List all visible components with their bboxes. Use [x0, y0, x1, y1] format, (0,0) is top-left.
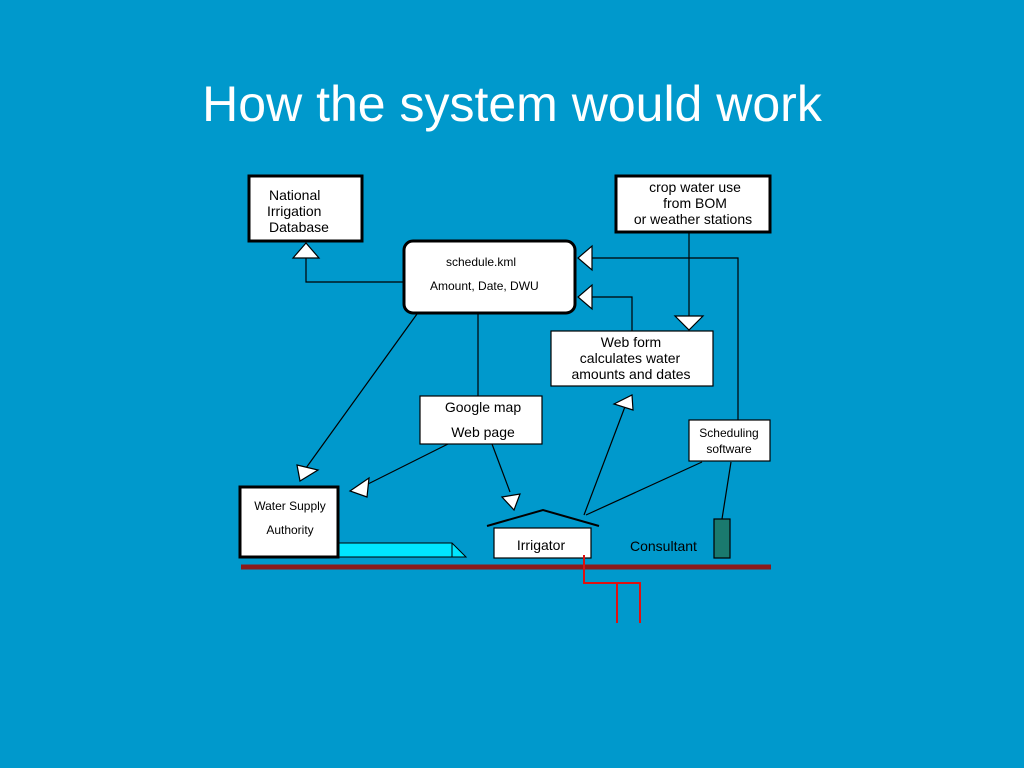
- webform-line-3: amounts and dates: [571, 366, 690, 382]
- googlemap-line-2: Web page: [451, 424, 515, 440]
- connector-irrigator-to-scheduling: [585, 461, 703, 516]
- connector-irrigator-to-webform: [583, 403, 627, 516]
- web-form-box: Web form calculates water amounts and da…: [550, 330, 714, 387]
- connector-googlemap-to-irrigator: [491, 443, 511, 493]
- irrigator-label: Irrigator: [517, 537, 566, 553]
- arrowhead-to-database: [291, 242, 321, 259]
- watersupply-line-1: Water Supply: [254, 499, 326, 513]
- scheduling-line-1: Scheduling: [699, 426, 758, 440]
- schedule-fields: Amount, Date, DWU: [430, 279, 539, 293]
- watersupply-line-2: Authority: [266, 523, 313, 537]
- database-line-3: Database: [269, 219, 329, 235]
- slide-title: How the system would work: [202, 76, 822, 132]
- connector-schedule-to-database: [305, 258, 404, 283]
- connector-googlemap-to-watersupply: [365, 443, 449, 486]
- water-supply-authority-box: Water Supply Authority: [238, 485, 340, 559]
- arrowhead-to-webform: [673, 315, 705, 331]
- arrowhead-to-watersupply-from-googlemap: [348, 476, 370, 498]
- consultant-label: Consultant: [630, 538, 697, 554]
- arrowhead-to-watersupply-from-schedule: [296, 464, 320, 482]
- consultant-device: [713, 518, 731, 559]
- database-line-1: National: [269, 187, 320, 203]
- irrigation-pipe: [583, 555, 641, 623]
- cropwater-line-3: or weather stations: [634, 211, 752, 227]
- database-line-2: Irrigation: [267, 203, 321, 219]
- scheduling-line-2: software: [706, 442, 752, 456]
- irrigator-roof: [486, 508, 600, 527]
- arrowhead-to-webform-from-irrigator: [612, 394, 634, 411]
- connector-schedule-to-watersupply: [305, 313, 418, 469]
- connector-scheduling-to-schedule: [592, 257, 739, 420]
- arrowhead-schedule-top: [577, 244, 593, 272]
- scheduling-software-box: Scheduling software: [688, 419, 771, 462]
- cropwater-line-2: from BOM: [663, 195, 727, 211]
- connector-webform-to-schedule: [592, 296, 633, 331]
- irrigator-house: Irrigator: [486, 508, 600, 559]
- googlemap-line-1: Google map: [445, 399, 521, 415]
- webform-line-1: Web form: [601, 334, 661, 350]
- google-map-web-page-box: Google map Web page: [419, 395, 543, 445]
- cropwater-line-1: crop water use: [649, 179, 741, 195]
- crop-water-use-box: crop water use from BOM or weather stati…: [614, 174, 772, 234]
- connectors: [305, 233, 739, 520]
- arrowhead-schedule-bottom: [577, 283, 593, 311]
- arrowheads: [291, 242, 705, 512]
- schedule-kml-box: schedule.kml Amount, Date, DWU: [402, 239, 577, 315]
- connector-consultant-to-scheduling: [721, 461, 732, 520]
- water-channel: [337, 542, 468, 558]
- schedule-filename: schedule.kml: [446, 255, 516, 269]
- national-irrigation-database-box: National Irrigation Database: [247, 174, 364, 243]
- webform-line-2: calculates water: [580, 350, 681, 366]
- arrowhead-to-irrigator: [500, 493, 521, 512]
